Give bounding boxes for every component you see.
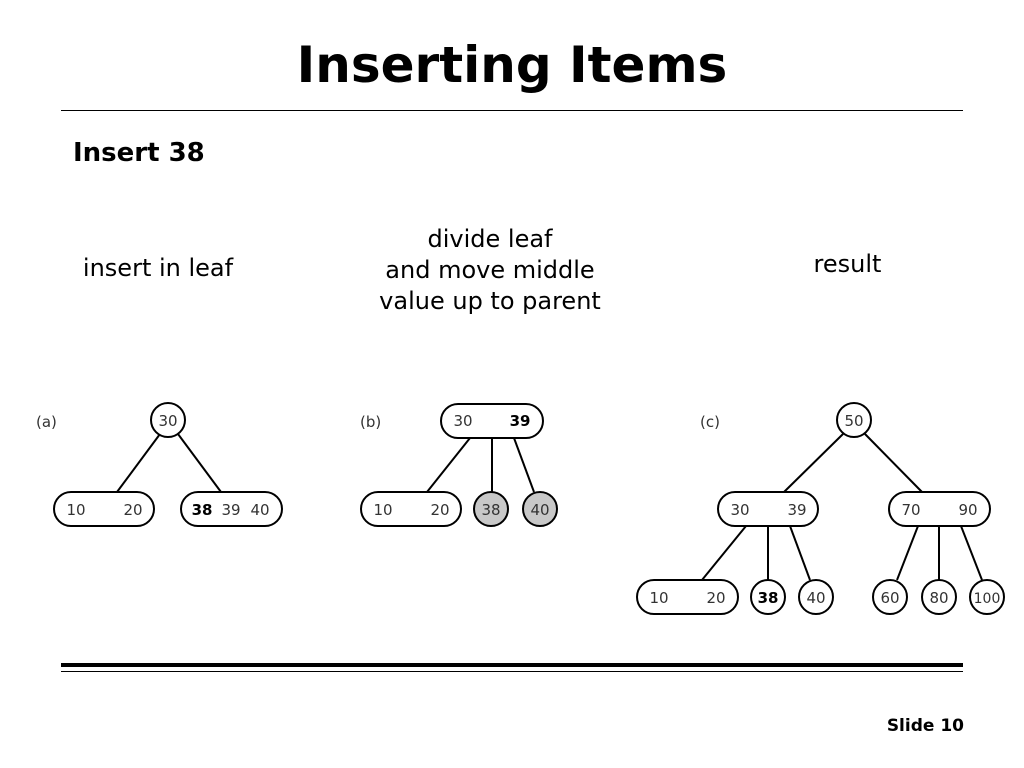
- slide-subtitle: Insert 38: [73, 138, 205, 168]
- tree-node: 10 20: [360, 491, 462, 527]
- edge: [896, 525, 919, 581]
- node-key: 10: [373, 501, 392, 519]
- tree-node: 38 39 40: [180, 491, 283, 527]
- caption-step-a: insert in leaf: [58, 253, 258, 284]
- tree-node: 50: [836, 402, 872, 438]
- edge: [789, 525, 811, 581]
- caption-step-b: divide leaf and move middle value up to …: [340, 224, 640, 317]
- tree-node-split: 38: [473, 491, 509, 527]
- node-key: 20: [430, 501, 449, 519]
- node-key: 70: [901, 501, 920, 519]
- caption-step-c: result: [780, 249, 915, 280]
- tree-node-split: 40: [522, 491, 558, 527]
- node-key: 40: [806, 589, 825, 607]
- slide-number: Slide 10: [886, 716, 964, 736]
- tree-node: 70 90: [888, 491, 991, 527]
- caption-line: divide leaf: [427, 225, 553, 253]
- bottom-divider-thick: [61, 663, 963, 667]
- tree-node: 30: [150, 402, 186, 438]
- node-key: 20: [123, 501, 142, 519]
- edge: [116, 433, 161, 493]
- node-key: 40: [250, 501, 269, 519]
- bottom-divider-thin: [61, 671, 963, 672]
- tree-node: 10 20: [53, 491, 155, 527]
- tree-node: 10 20: [636, 579, 739, 615]
- tree-node: 100: [969, 579, 1005, 615]
- node-key: 90: [958, 501, 977, 519]
- node-key: 39: [787, 501, 806, 519]
- panel-label-a: (a): [36, 413, 57, 431]
- node-key: 30: [730, 501, 749, 519]
- tree-node: 30 39: [440, 403, 544, 439]
- edge: [513, 437, 535, 493]
- caption-line: value up to parent: [379, 287, 601, 315]
- node-key: 38: [481, 501, 500, 519]
- tree-node: 80: [921, 579, 957, 615]
- node-key: 39: [221, 501, 240, 519]
- tree-node: 40: [798, 579, 834, 615]
- node-key: 100: [974, 591, 1001, 607]
- tree-edges: [116, 433, 983, 581]
- node-key: 60: [880, 589, 899, 607]
- node-key-new: 38: [192, 501, 213, 519]
- edge: [960, 525, 983, 581]
- edge: [864, 433, 923, 493]
- node-key-new: 38: [758, 589, 779, 607]
- node-key: 80: [929, 589, 948, 607]
- edge: [783, 433, 844, 493]
- edge: [177, 433, 222, 493]
- edge: [426, 437, 471, 493]
- caption-line: result: [813, 250, 882, 278]
- tree-node: 60: [872, 579, 908, 615]
- node-key: 10: [649, 589, 668, 607]
- panel-label-b: (b): [360, 413, 381, 431]
- node-key: 20: [706, 589, 725, 607]
- node-key: 30: [453, 412, 472, 430]
- caption-line: and move middle: [385, 256, 595, 284]
- tree-node: 38: [750, 579, 786, 615]
- node-key-promoted: 39: [510, 412, 531, 430]
- caption-line: insert in leaf: [82, 254, 234, 282]
- top-divider: [61, 110, 963, 111]
- edge: [701, 525, 747, 581]
- node-key: 10: [66, 501, 85, 519]
- node-key: 30: [158, 412, 177, 430]
- node-key: 50: [844, 412, 863, 430]
- panel-label-c: (c): [700, 413, 720, 431]
- slide-title: Inserting Items: [296, 36, 728, 94]
- tree-node: 30 39: [717, 491, 819, 527]
- node-key: 40: [530, 501, 549, 519]
